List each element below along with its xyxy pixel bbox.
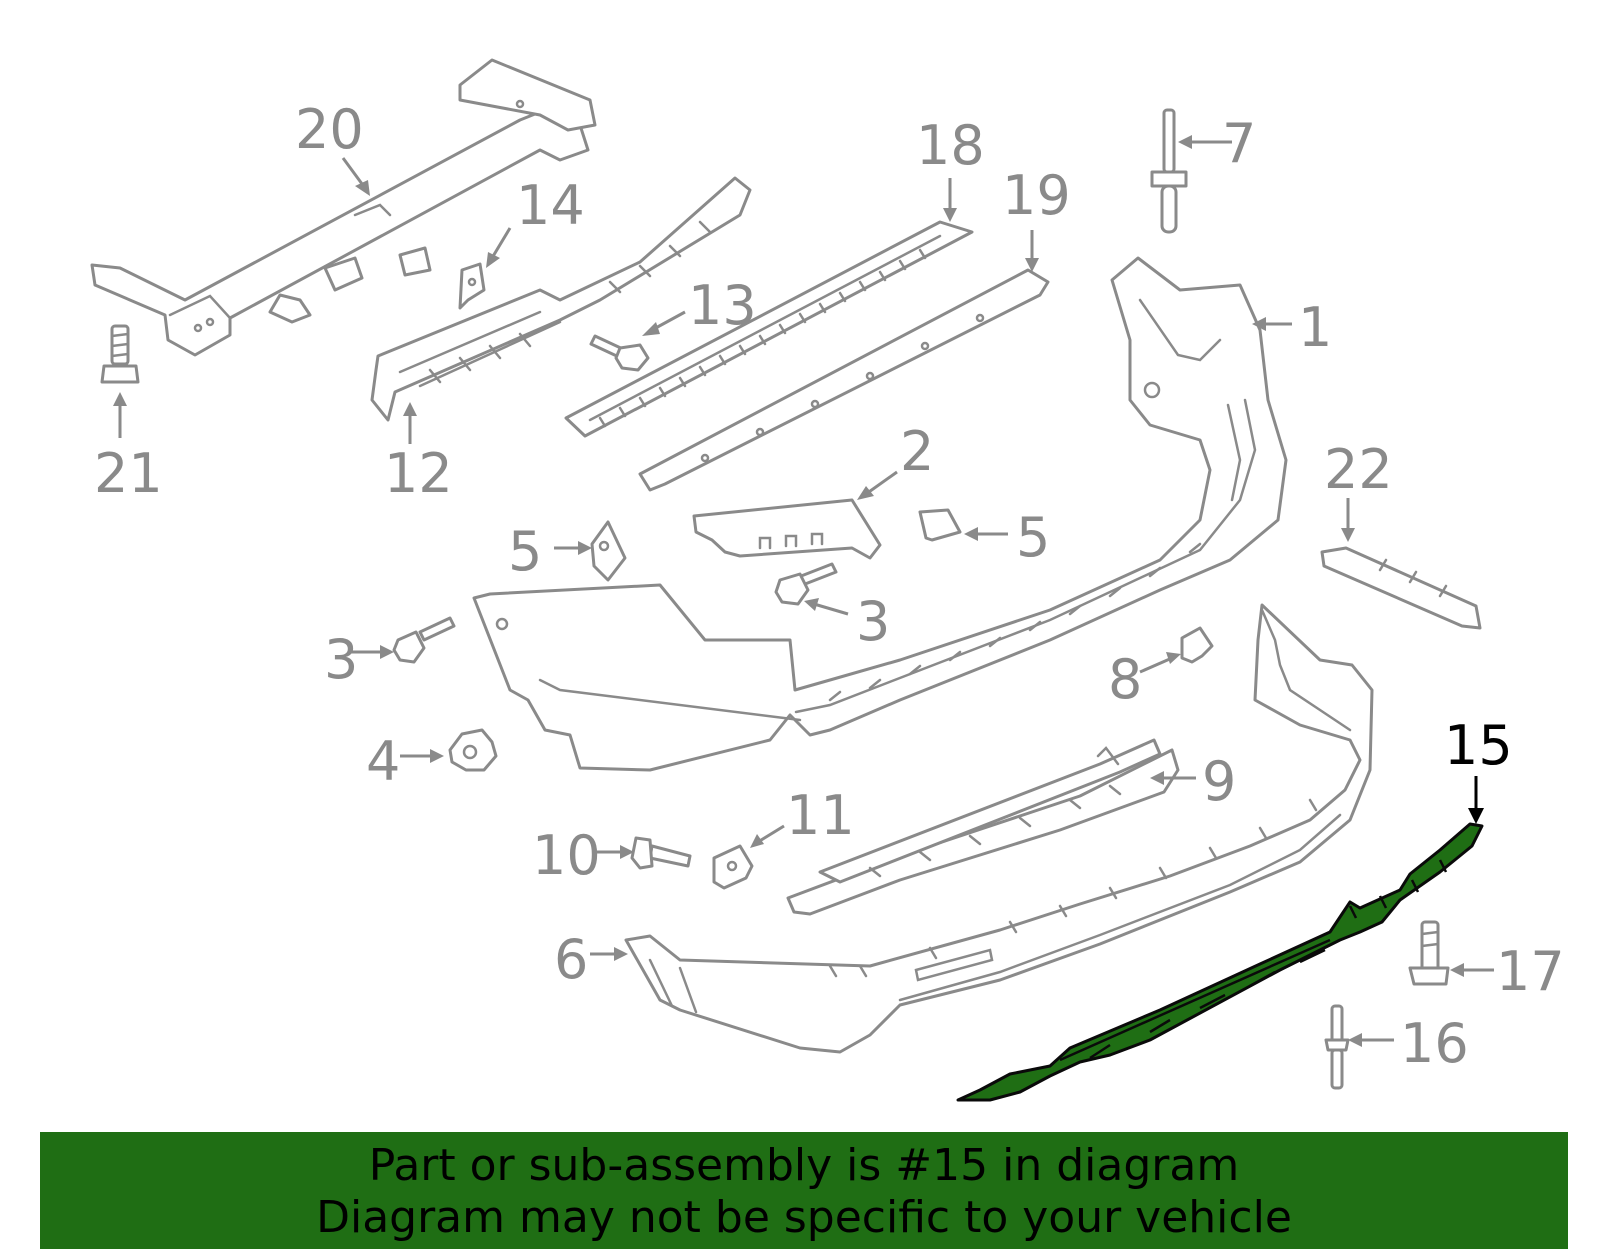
part-12-absorber (370, 176, 752, 422)
part-19-retainer (638, 268, 1050, 492)
part-7-push-pin (1150, 108, 1188, 234)
callout-6: 6 (554, 928, 588, 991)
part-14-bracket (458, 262, 486, 310)
callout-14: 14 (516, 174, 585, 237)
callout-11: 11 (786, 784, 855, 847)
part-1-bumper-cover (472, 256, 1288, 772)
banner-line-2: Diagram may not be specific to your vehi… (316, 1192, 1292, 1243)
part-21-bolt (100, 324, 140, 384)
callout-3-left: 3 (324, 628, 358, 691)
part-15-skid-plate (956, 822, 1484, 1102)
callout-7: 7 (1222, 112, 1256, 175)
callout-5-right: 5 (1016, 506, 1050, 569)
part-2-bracket (692, 498, 882, 560)
callout-15: 15 (1444, 714, 1513, 777)
callout-5-left: 5 (508, 520, 542, 583)
part-6-lower-valance (624, 603, 1374, 1054)
callout-10: 10 (532, 824, 601, 887)
callout-8: 8 (1108, 648, 1142, 711)
part-10-screw (630, 836, 692, 870)
banner-line-1: Part or sub-assembly is #15 in diagram (368, 1140, 1240, 1191)
part-11-bracket (712, 844, 754, 890)
callout-20: 20 (295, 98, 364, 161)
part-4-clip (448, 728, 498, 772)
callout-21: 21 (94, 442, 163, 505)
callout-4: 4 (366, 730, 400, 793)
callout-2: 2 (900, 420, 934, 483)
callout-18: 18 (916, 114, 985, 177)
callout-12: 12 (384, 442, 453, 505)
part-5-left-bracket (590, 520, 627, 582)
part-9-reinforcement (786, 738, 1180, 916)
info-banner: Part or sub-assembly is #15 in diagram D… (40, 1132, 1568, 1249)
part-20-hitch-receiver (90, 58, 597, 357)
callout-19: 19 (1002, 164, 1071, 227)
part-8-clip (1180, 626, 1214, 664)
part-16-push-pin (1324, 1004, 1350, 1090)
callout-22: 22 (1324, 438, 1393, 501)
part-22-trim-strip (1320, 546, 1482, 630)
part-13-bolt (589, 334, 650, 372)
part-3-left-bolt (392, 616, 456, 664)
part-3-center-bolt (774, 562, 838, 606)
part-5-right-bracket (918, 508, 962, 542)
part-18-step-pad (564, 220, 974, 438)
part-17-bolt (1408, 920, 1450, 986)
callout-9: 9 (1202, 750, 1236, 813)
callout-17: 17 (1496, 940, 1565, 1003)
callout-1: 1 (1298, 296, 1332, 359)
callout-3-center: 3 (856, 590, 890, 653)
callout-16: 16 (1400, 1012, 1469, 1075)
